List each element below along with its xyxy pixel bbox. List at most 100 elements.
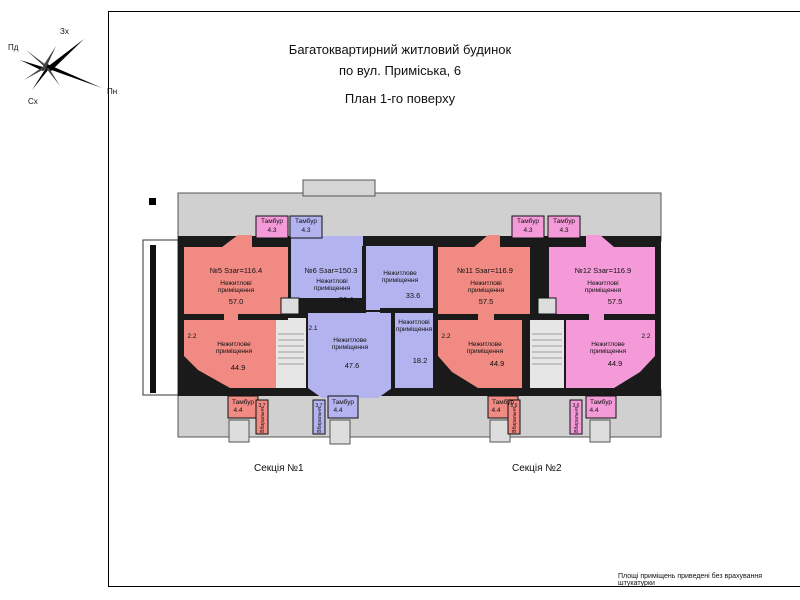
unit6-bottom-area bbox=[308, 312, 392, 398]
unit6-small-area: 2.1 bbox=[308, 325, 317, 332]
left-balcony bbox=[142, 239, 179, 396]
wc-2-area: 3.7 bbox=[316, 403, 323, 409]
tambour-b2-label: Тамбур bbox=[332, 398, 354, 406]
room-labels: Тамбур 4.3 Тамбур 4.3 Тамбур 4.3 Тамбур … bbox=[187, 217, 650, 414]
stairwell-1 bbox=[276, 318, 306, 388]
unit12-area bbox=[549, 235, 655, 388]
unit6-bot-right-area: 18.2 bbox=[413, 356, 428, 365]
tambour-a2-label: Тамбур bbox=[295, 217, 317, 225]
unit11-top-area: 57.5 bbox=[479, 297, 494, 306]
wc-labels: 3.7 Вбиральня 3.7 Вбиральня 3.6 Вбиральн… bbox=[259, 403, 580, 433]
tambour-a2-box bbox=[289, 215, 323, 239]
section-2-label: Секція №2 bbox=[512, 463, 562, 474]
wc-1-area: 3.7 bbox=[259, 403, 266, 409]
wc-4-box bbox=[569, 399, 583, 435]
tambour-a3-label: Тамбур bbox=[517, 217, 539, 225]
unit6-right-area: 33.6 bbox=[406, 291, 421, 300]
floor-title: План 1-го поверху bbox=[344, 91, 456, 106]
entrance-step-2 bbox=[329, 419, 351, 445]
unit6-top-left-area bbox=[291, 236, 363, 298]
unit5-bot-area: 44.9 bbox=[231, 363, 246, 372]
tambour-a1-label: Тамбур bbox=[261, 217, 283, 225]
unit11-small-area: 2.2 bbox=[441, 333, 450, 340]
unit11-bot-area: 44.9 bbox=[490, 359, 505, 368]
tambour-b2-box bbox=[327, 395, 359, 419]
tambour-a4-label: Тамбур bbox=[553, 217, 575, 225]
marker-square bbox=[149, 198, 156, 205]
wc-4-label: Вбиральня bbox=[574, 407, 580, 433]
wc-4-area: 3.6 bbox=[573, 403, 580, 409]
unit11-area bbox=[438, 235, 530, 388]
wc-3-box bbox=[507, 399, 521, 435]
unit5-top-area: 57.0 bbox=[229, 297, 244, 306]
unit6-head-label: №6 Sзаг=150.3 bbox=[305, 266, 358, 275]
wc-1-box bbox=[255, 399, 269, 435]
building-title: Багатоквартирний житловий будинок bbox=[288, 42, 512, 57]
unit12-small-area: 2.2 bbox=[641, 333, 650, 340]
roof-vent bbox=[302, 179, 376, 197]
wc-3-area: 3.6 bbox=[511, 403, 518, 409]
area-footnote: Площі приміщень приведені без врахування… bbox=[618, 573, 763, 587]
tambour-a2-area: 4.3 bbox=[301, 227, 310, 234]
entrance-step-4 bbox=[589, 419, 611, 443]
unit5-area bbox=[184, 235, 288, 388]
tambour-b4-area: 4.4 bbox=[589, 407, 598, 414]
compass-north-label: Пн bbox=[107, 87, 118, 96]
top-terrace bbox=[177, 192, 662, 242]
tambour-b3-area: 4.4 bbox=[491, 407, 500, 414]
stair-steps-1 bbox=[278, 333, 304, 365]
frame-left-line bbox=[108, 11, 109, 587]
tambour-a4-box bbox=[547, 215, 581, 239]
frame-top-line bbox=[108, 11, 800, 12]
unit6-bot-area: 47.6 bbox=[345, 361, 360, 370]
stair-steps-2 bbox=[532, 333, 562, 365]
tambour-a3-area: 4.3 bbox=[523, 227, 532, 234]
unit6-top-right-area bbox=[366, 246, 433, 310]
unit12-head-label: №12 Sзаг=116.9 bbox=[575, 266, 631, 275]
stairwell-2 bbox=[530, 320, 564, 388]
wc-3-label: Вбиральня bbox=[512, 407, 518, 433]
tambour-b1-label: Тамбур bbox=[232, 398, 254, 406]
interior-walls bbox=[184, 246, 655, 389]
unit5-head-label: №5 Sзаг=116.4 bbox=[210, 266, 262, 275]
lift-2 bbox=[537, 297, 557, 315]
tambour-a1-box bbox=[255, 215, 289, 239]
compass-west-label: Зх bbox=[60, 27, 69, 36]
left-balcony-rail bbox=[150, 245, 156, 393]
unit5-small-area: 2.2 bbox=[187, 333, 196, 340]
lift-1 bbox=[280, 297, 300, 315]
wc-2-box bbox=[312, 399, 326, 435]
unit12-top-area: 57.5 bbox=[608, 297, 623, 306]
tambour-a4-area: 4.3 bbox=[559, 227, 568, 234]
section-1-label: Секція №1 bbox=[254, 463, 304, 474]
unit12-bot-area: 44.9 bbox=[608, 359, 623, 368]
wc-2-label: Вбиральня bbox=[317, 407, 323, 433]
compass-east-label: Сх bbox=[28, 97, 38, 106]
unit11-head-label: №11 Sзаг=116.9 bbox=[457, 266, 513, 275]
entrance-step-3 bbox=[489, 419, 511, 443]
compass-south-label: Пд bbox=[8, 43, 19, 52]
wc-1-label: Вбиральня bbox=[260, 407, 266, 433]
tambour-b4-label: Тамбур bbox=[590, 398, 612, 406]
address-title: по вул. Приміська, 6 bbox=[338, 63, 462, 78]
entrance-step-1 bbox=[228, 419, 250, 443]
unit6-corridor-area bbox=[395, 312, 433, 388]
compass-rose-icon bbox=[20, 39, 102, 90]
tambour-b2-area: 4.4 bbox=[333, 407, 342, 414]
tambour-a3-box bbox=[511, 215, 545, 239]
frame-bottom-line bbox=[108, 586, 800, 587]
tambour-b4-box bbox=[585, 395, 617, 419]
unit6-left-area: 36.4 bbox=[339, 295, 354, 304]
tambour-b3-label: Тамбур bbox=[492, 398, 514, 406]
